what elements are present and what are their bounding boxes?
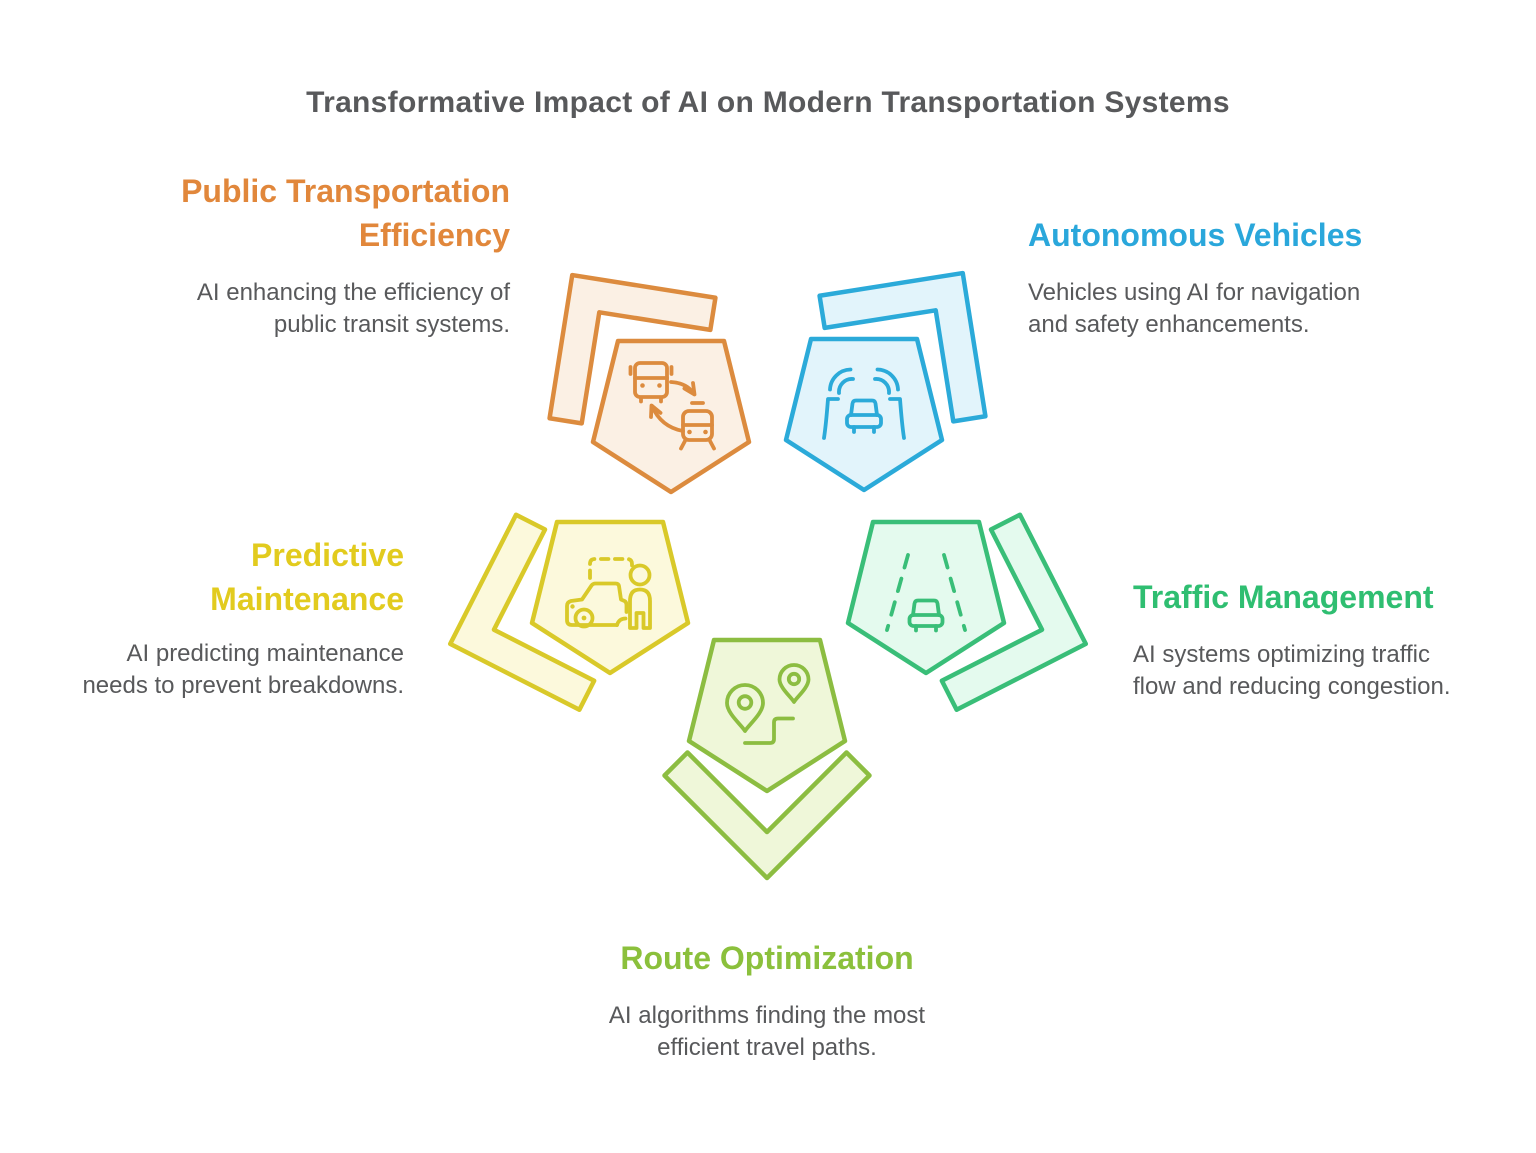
- section-description: AI predicting maintenance needs to preve…: [64, 638, 404, 702]
- chevron-traffic-management: [939, 512, 1089, 712]
- bus-train-swap-icon: [628, 361, 716, 451]
- heading-line: Route Optimization: [620, 940, 914, 976]
- unit-traffic-management: [845, 512, 1089, 712]
- unit-route-optimization: [662, 637, 872, 881]
- section-route-optimization: Route Optimization AI algorithms finding…: [517, 936, 1017, 1064]
- pentagon-route-optimization: [686, 637, 848, 794]
- chevron-predictive-maintenance: [447, 512, 597, 712]
- description-line: and safety enhancements.: [1028, 311, 1310, 338]
- description-line: efficient travel paths.: [657, 1034, 877, 1061]
- section-heading: Route Optimization: [517, 936, 1017, 980]
- section-public-transportation-efficiency: Public Transportation Efficiency AI enha…: [110, 169, 510, 341]
- section-heading: Traffic Management: [1133, 575, 1536, 619]
- description-line: Vehicles using AI for navigation: [1028, 279, 1361, 306]
- pentagon-public-transportation-efficiency: [590, 338, 752, 495]
- section-description: AI algorithms finding the most efficient…: [517, 1000, 1017, 1064]
- pentagon-predictive-maintenance: [529, 519, 691, 676]
- chevron-public-transportation-efficiency: [547, 272, 718, 426]
- unit-public-transportation-efficiency: [547, 272, 752, 495]
- map-pins-route-icon: [725, 663, 811, 745]
- description-line: AI algorithms finding the most: [608, 1002, 926, 1029]
- road-lanes-car-icon: [885, 553, 967, 633]
- heading-line: Public Transportation: [181, 173, 510, 209]
- section-autonomous-vehicles: Autonomous Vehicles Vehicles using AI fo…: [1028, 213, 1458, 341]
- heading-line: Traffic Management: [1133, 579, 1434, 615]
- chevron-autonomous-vehicles: [817, 270, 988, 424]
- description-line: public transit systems.: [273, 311, 510, 338]
- section-description: AI systems optimizing traffic flow and r…: [1133, 639, 1536, 703]
- description-line: AI systems optimizing traffic: [1133, 641, 1430, 668]
- section-description: AI enhancing the efficiency of public tr…: [110, 277, 510, 341]
- heading-line: Maintenance: [210, 581, 404, 617]
- chevron-route-optimization: [662, 750, 872, 881]
- unit-autonomous-vehicles: [783, 270, 988, 493]
- heading-line: Efficiency: [358, 217, 510, 253]
- section-heading: Predictive Maintenance: [64, 533, 404, 621]
- description-line: AI enhancing the efficiency of: [196, 279, 510, 306]
- unit-predictive-maintenance: [447, 512, 691, 712]
- section-traffic-management: Traffic Management AI systems optimizing…: [1133, 575, 1536, 703]
- section-predictive-maintenance: Predictive Maintenance AI predicting mai…: [64, 533, 404, 702]
- heading-line: Autonomous Vehicles: [1028, 217, 1363, 253]
- description-line: needs to prevent breakdowns.: [82, 672, 404, 699]
- car-person-checklist-icon: [565, 557, 652, 630]
- description-line: flow and reducing congestion.: [1133, 673, 1451, 700]
- autonomous-car-road-icon: [822, 367, 906, 440]
- section-heading: Public Transportation Efficiency: [110, 169, 510, 257]
- pentagon-traffic-management: [845, 519, 1007, 676]
- section-heading: Autonomous Vehicles: [1028, 213, 1458, 257]
- section-description: Vehicles using AI for navigation and saf…: [1028, 277, 1458, 341]
- page-title: Transformative Impact of AI on Modern Tr…: [306, 86, 1230, 119]
- heading-line: Predictive: [251, 537, 404, 573]
- description-line: AI predicting maintenance: [126, 640, 405, 667]
